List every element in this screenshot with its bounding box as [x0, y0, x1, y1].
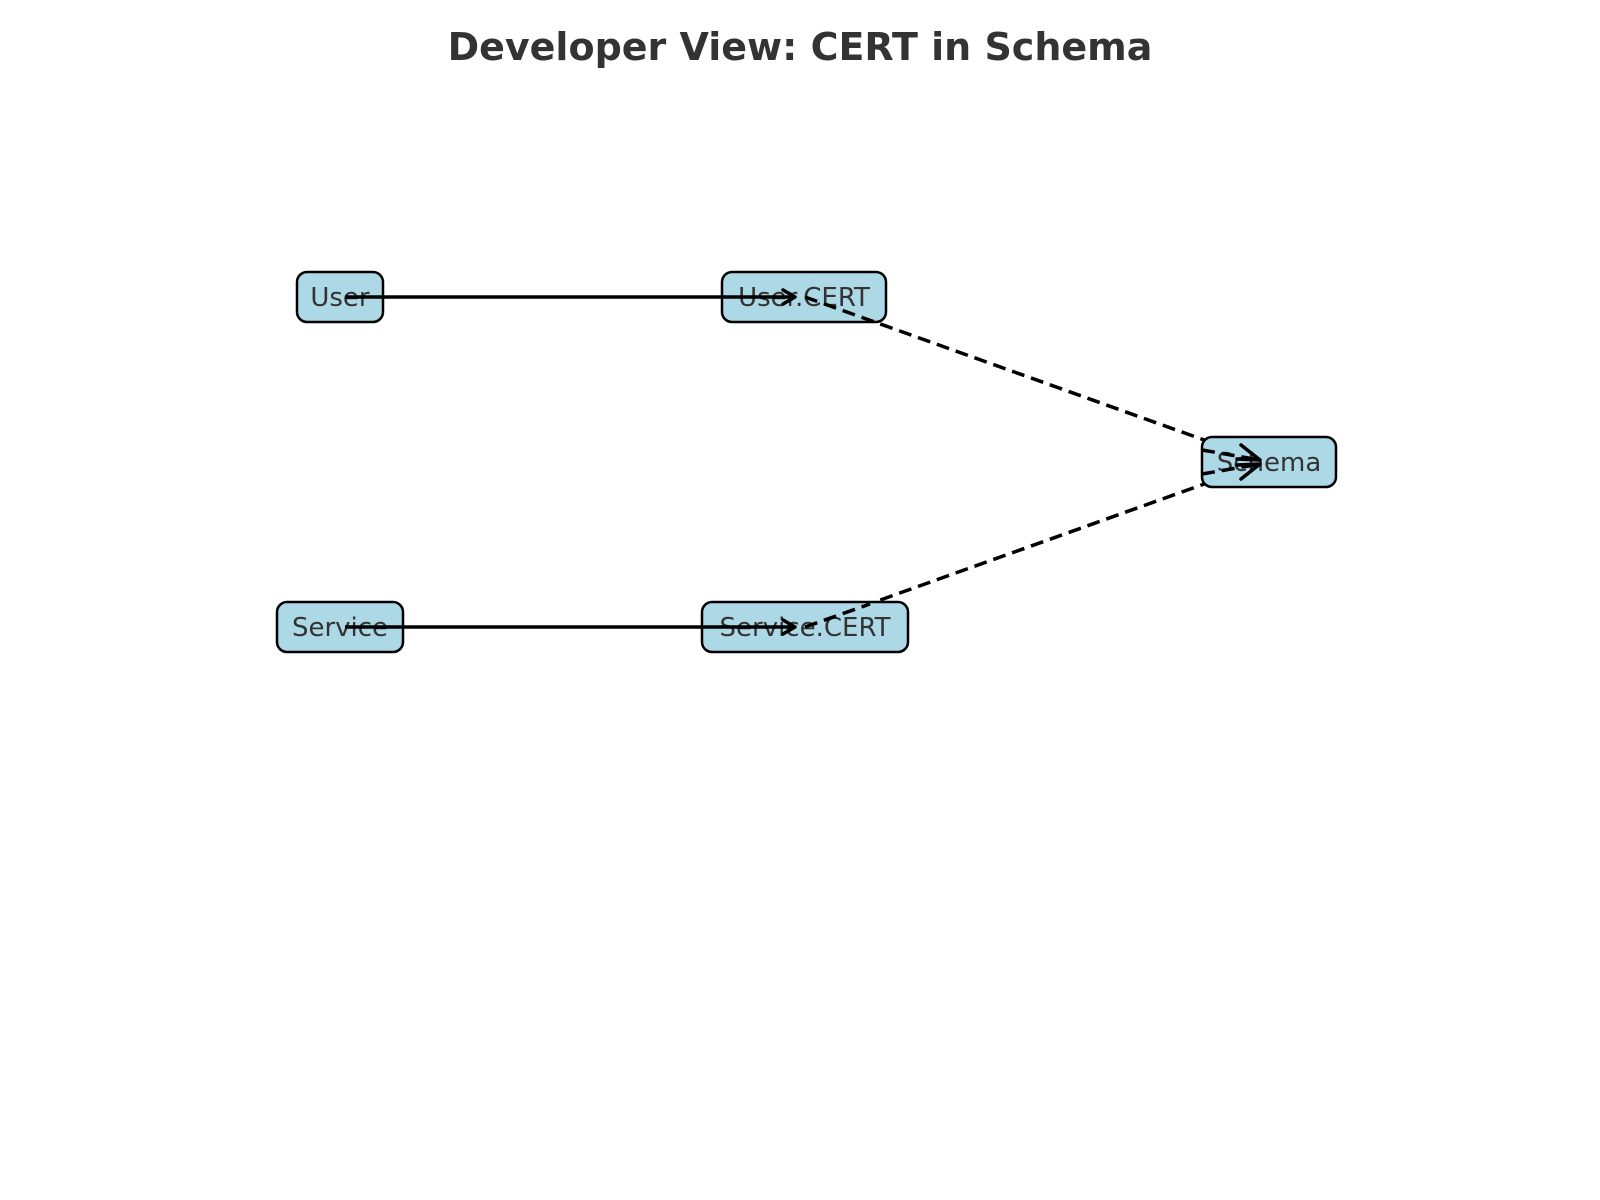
node-schema-box	[1200, 435, 1338, 489]
edges-overlay	[345, 288, 1262, 636]
node-schema: Schema	[1200, 435, 1338, 489]
edge-user-cert-schema-overlay	[804, 295, 887, 328]
nodes-layer: User User.CERT Schema Service Service.CE…	[275, 270, 1338, 654]
node-schema-label: Schema	[1217, 448, 1322, 478]
diagram-title: Developer View: CERT in Schema	[448, 25, 1153, 69]
edge-service-cert-schema-overlay	[804, 602, 871, 629]
edges-layer	[345, 288, 1262, 636]
arrowhead-service-cert-overlay	[781, 618, 797, 636]
node-service: Service	[275, 600, 405, 654]
arrowhead-schema-overlay-bottom	[1235, 462, 1262, 481]
edge-service-cert-to-schema	[804, 462, 1261, 629]
arrowhead-schema-overlay-top	[1235, 443, 1262, 462]
arrowhead-user-cert-overlay	[781, 288, 797, 306]
